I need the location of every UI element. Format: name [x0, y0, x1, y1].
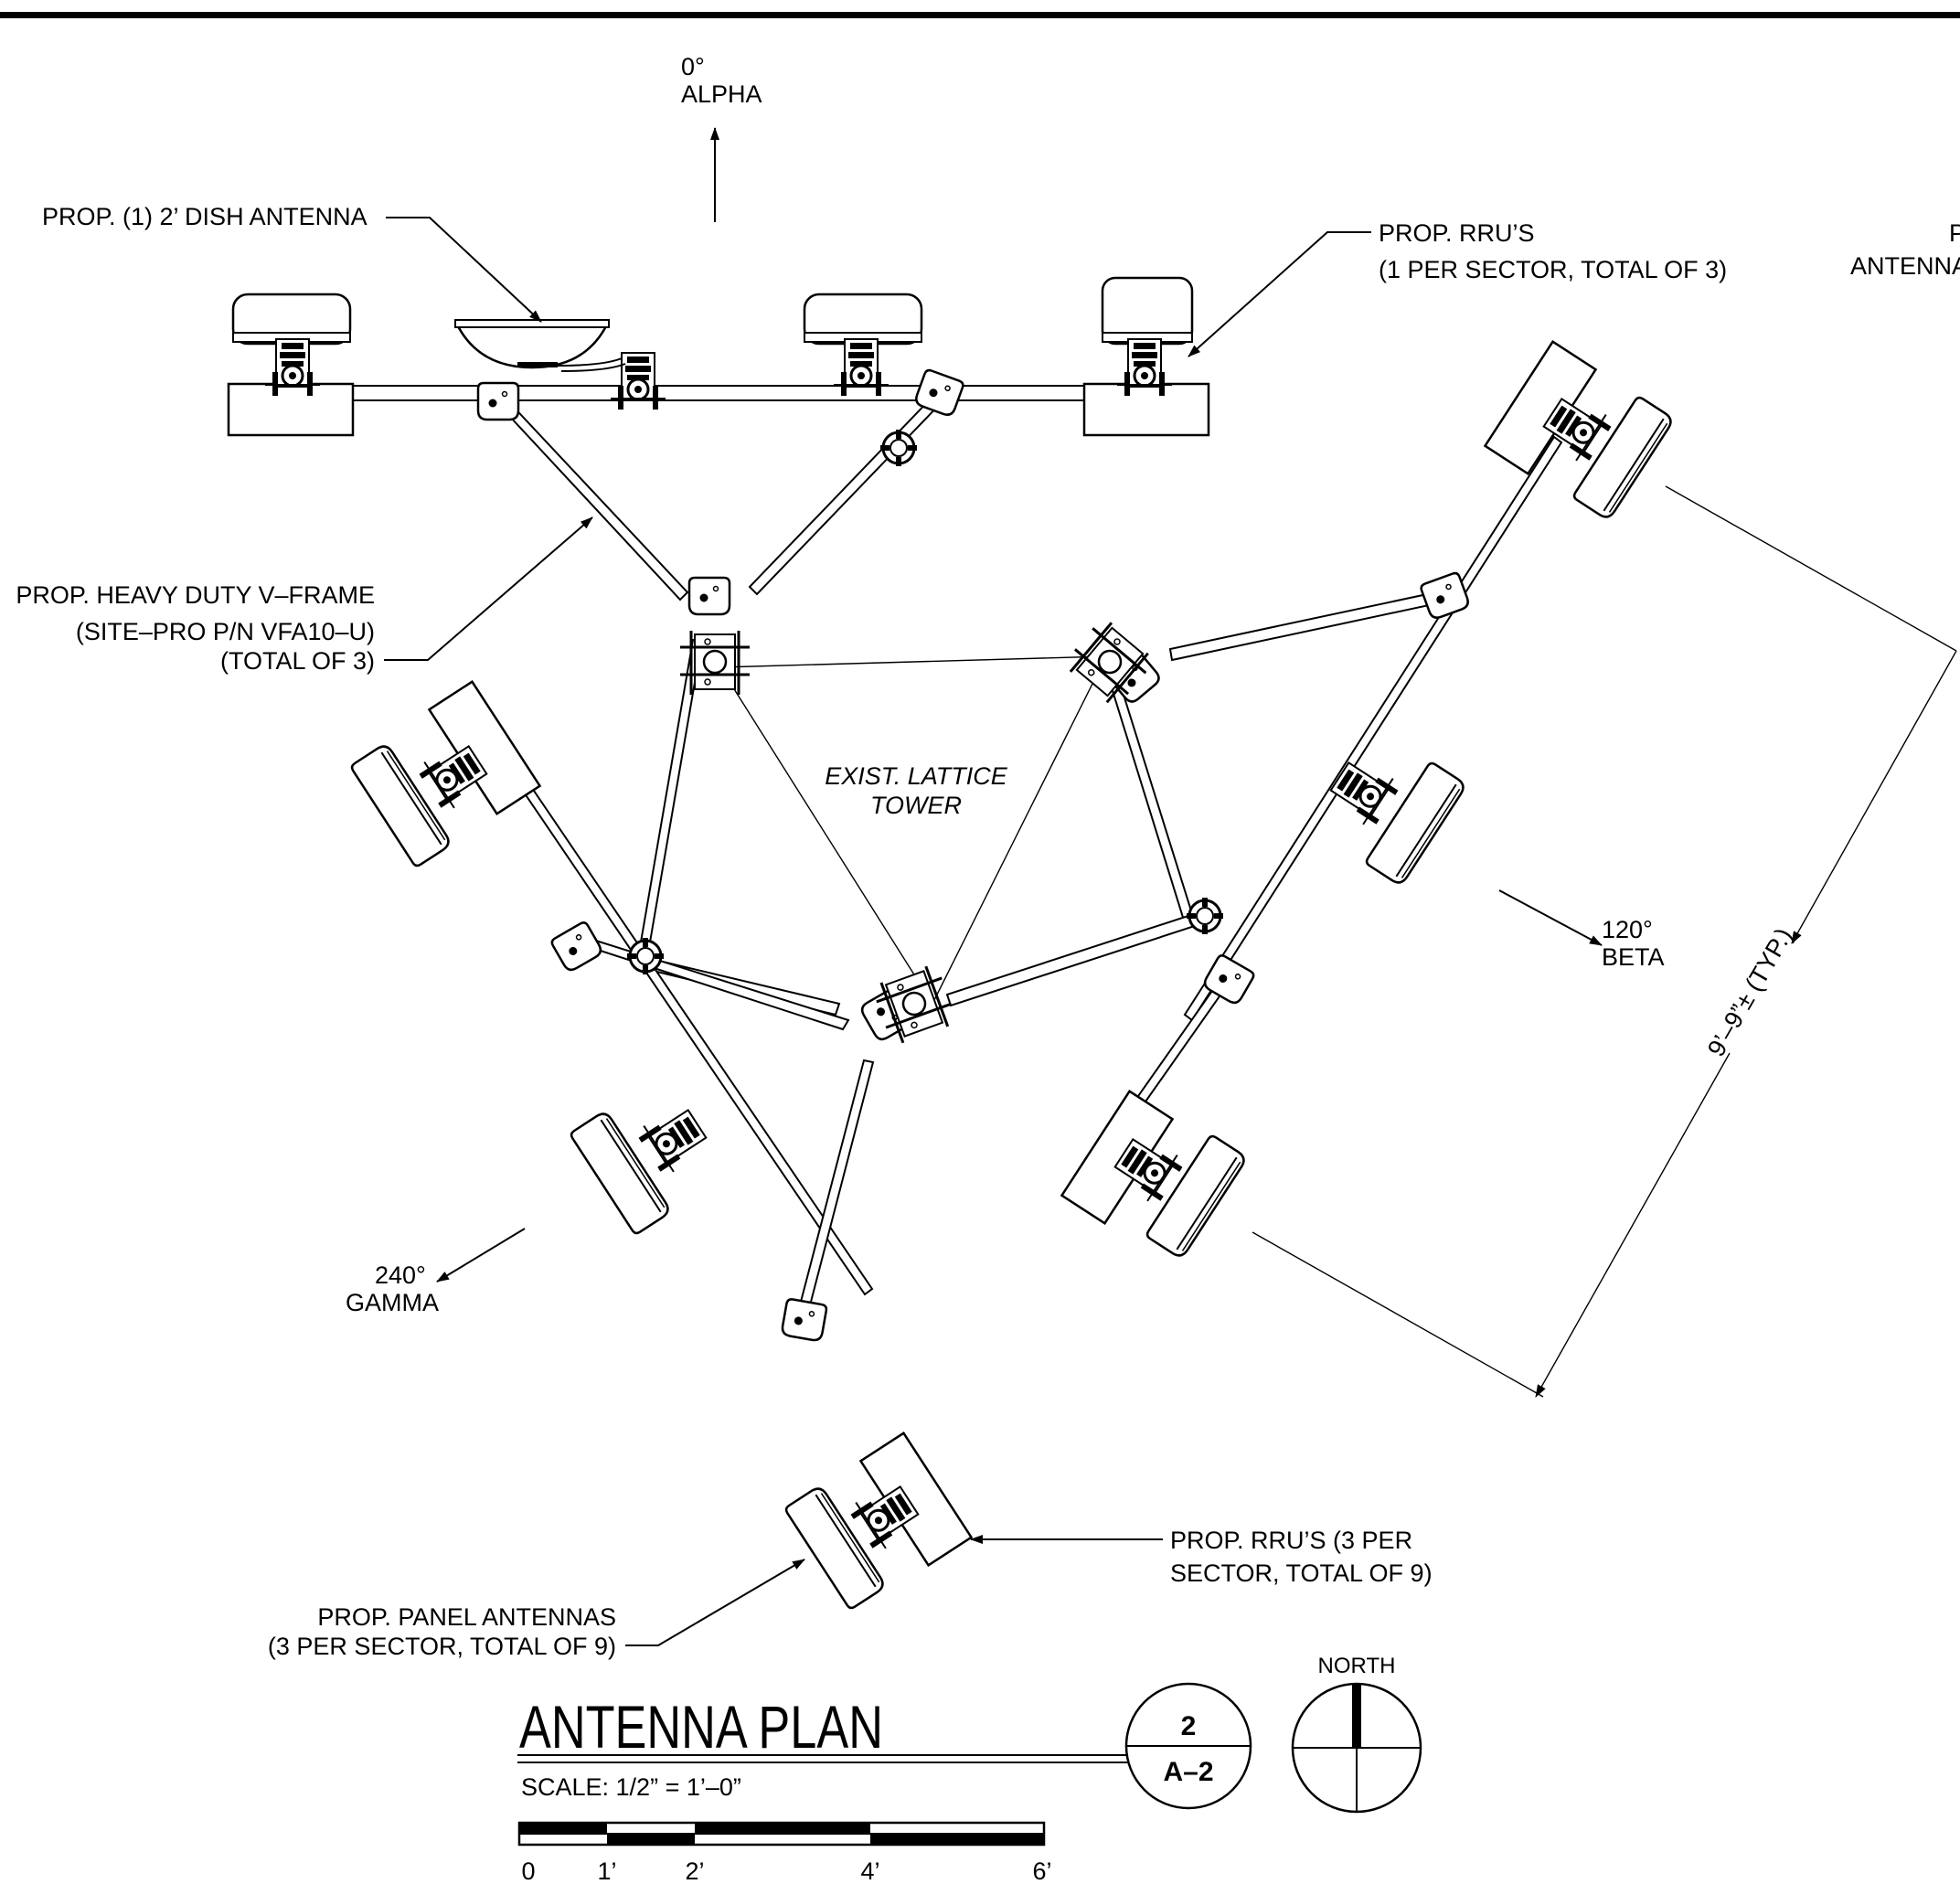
svg-text:(TOTAL OF 3): (TOTAL OF 3) [220, 647, 375, 675]
svg-text:PROP. PANEL ANTENNAS: PROP. PANEL ANTENNAS [317, 1603, 616, 1631]
svg-text:P: P [1949, 219, 1960, 247]
tower-label: EXIST. LATTICE TOWER [825, 762, 1008, 819]
svg-text:SECTOR, TOTAL OF 9): SECTOR, TOTAL OF 9) [1170, 1559, 1433, 1587]
north-label: NORTH [1318, 1654, 1396, 1678]
alpha-sector [227, 276, 1210, 437]
scale-tick-2: 2’ [685, 1857, 704, 1884]
dish-callout: PROP. (1) 2’ DISH ANTENNA [42, 203, 542, 323]
gamma-arrow [436, 1228, 526, 1283]
title-block: ANTENNA PLAN SCALE: 1/2” = 1’–0” 2 A–2 N… [517, 1654, 1422, 1814]
svg-text:9’–9”± (TYP.): 9’–9”± (TYP.) [1702, 923, 1797, 1061]
detail-number: 2 [1181, 1711, 1197, 1741]
panel-antenna-callout: PROP. PANEL ANTENNAS (3 PER SECTOR, TOTA… [268, 1559, 805, 1660]
beta-arrow [1498, 889, 1603, 946]
north-arrow: NORTH [1291, 1654, 1422, 1814]
drawing-title: ANTENNA PLAN [519, 1693, 883, 1761]
scale-tick-4: 4’ [860, 1857, 879, 1884]
svg-text:PROP. RRU’S (3 PER: PROP. RRU’S (3 PER [1170, 1527, 1412, 1554]
svg-text:PROP. (1) 2’ DISH ANTENNA: PROP. (1) 2’ DISH ANTENNA [42, 203, 368, 230]
beta-sector [1060, 339, 1676, 1261]
scale-tick-1: 1’ [597, 1857, 616, 1884]
scale-note: SCALE: 1/2” = 1’–0” [521, 1773, 741, 1801]
svg-text:(SITE–PRO P/N VFA10–U): (SITE–PRO P/N VFA10–U) [76, 618, 375, 645]
gamma-degrees: 240° [375, 1261, 426, 1289]
svg-text:ANTENNA: ANTENNA [1850, 252, 1960, 280]
gamma-label: GAMMA [346, 1289, 439, 1316]
svg-text:(1 PER SECTOR, TOTAL OF 3): (1 PER SECTOR, TOTAL OF 3) [1379, 256, 1727, 283]
v-frame-arms [485, 384, 1563, 1307]
sheet-number: A–2 [1163, 1757, 1213, 1787]
beta-degrees: 120° [1602, 916, 1653, 943]
svg-text:TOWER: TOWER [870, 792, 962, 819]
scale-tick-6: 6’ [1032, 1857, 1051, 1884]
alpha-degrees: 0° [681, 53, 705, 80]
lattice-tower [719, 655, 1107, 1005]
svg-text:PROP. HEAVY DUTY V–FRAME: PROP. HEAVY DUTY V–FRAME [16, 581, 375, 609]
svg-text:PROP. RRU’S: PROP. RRU’S [1379, 219, 1535, 247]
scale-tick-0: 0 [521, 1857, 535, 1884]
vframe-callout: PROP. HEAVY DUTY V–FRAME (SITE–PRO P/N V… [16, 516, 593, 675]
sheet-border [0, 12, 1960, 18]
dish-antenna [454, 319, 626, 372]
beta-label: BETA [1602, 943, 1665, 971]
bottom-rru-callout: PROP. RRU’S (3 PER SECTOR, TOTAL OF 9) [970, 1527, 1433, 1587]
gamma-sector [348, 679, 974, 1612]
scale-bar: 0 1’ 2’ 4’ 6’ [517, 1821, 1052, 1884]
svg-text:(3 PER SECTOR, TOTAL OF 9): (3 PER SECTOR, TOTAL OF 9) [268, 1633, 616, 1660]
alpha-label: ALPHA [681, 80, 762, 108]
svg-text:EXIST. LATTICE: EXIST. LATTICE [825, 762, 1008, 790]
top-rru-callout: PROP. RRU’S (1 PER SECTOR, TOTAL OF 3) P… [1188, 219, 1960, 357]
